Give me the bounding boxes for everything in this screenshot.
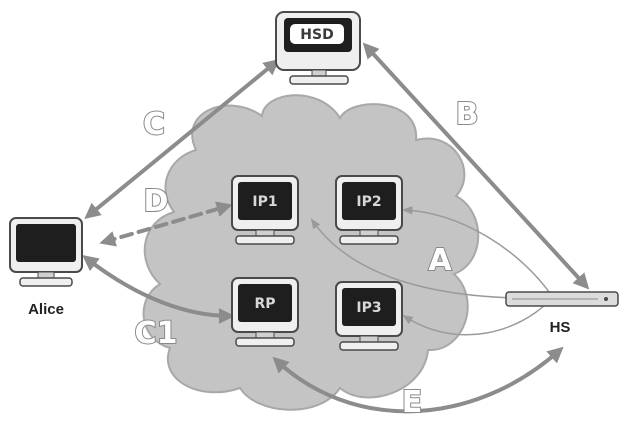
hsd-label-plate bbox=[290, 24, 344, 44]
ip3-label: IP3 bbox=[356, 300, 381, 316]
arrow-d-alice-ip1 bbox=[99, 201, 233, 247]
node-rp: RP bbox=[231, 277, 299, 347]
ip1-label: IP1 bbox=[252, 194, 277, 210]
edge-label-b: B bbox=[456, 97, 479, 132]
arrow-e-rp-hs bbox=[272, 346, 564, 414]
hs-caption: HS bbox=[550, 319, 571, 336]
arrow-c1-alice-rp bbox=[82, 255, 235, 324]
node-hs: HS bbox=[505, 291, 619, 336]
ip2-label: IP2 bbox=[356, 194, 381, 210]
hsd-label: HSD bbox=[300, 27, 333, 43]
thick-arrows bbox=[82, 42, 590, 414]
edge-label-c1: C1 bbox=[135, 316, 178, 351]
rp-label: RP bbox=[254, 296, 275, 312]
edge-label-e: E bbox=[402, 385, 423, 420]
edge-label-a: A bbox=[428, 243, 452, 278]
node-hsd: HSD bbox=[275, 11, 361, 85]
server-rack-icon bbox=[505, 291, 619, 307]
edge-labels: C B D A C1 E bbox=[134, 96, 480, 421]
node-ip3: IP3 bbox=[335, 281, 403, 351]
arrow-b-hsd-hs bbox=[362, 42, 590, 290]
node-ip1: IP1 bbox=[231, 175, 299, 245]
node-ip2: IP2 bbox=[335, 175, 403, 245]
node-alice: Alice bbox=[9, 217, 83, 318]
edge-label-c: C bbox=[143, 107, 165, 142]
alice-caption: Alice bbox=[28, 301, 64, 318]
arrow-c-alice-hsd bbox=[84, 58, 280, 220]
edge-label-d: D bbox=[144, 184, 169, 219]
arrow-hs-ip3 bbox=[402, 301, 549, 336]
